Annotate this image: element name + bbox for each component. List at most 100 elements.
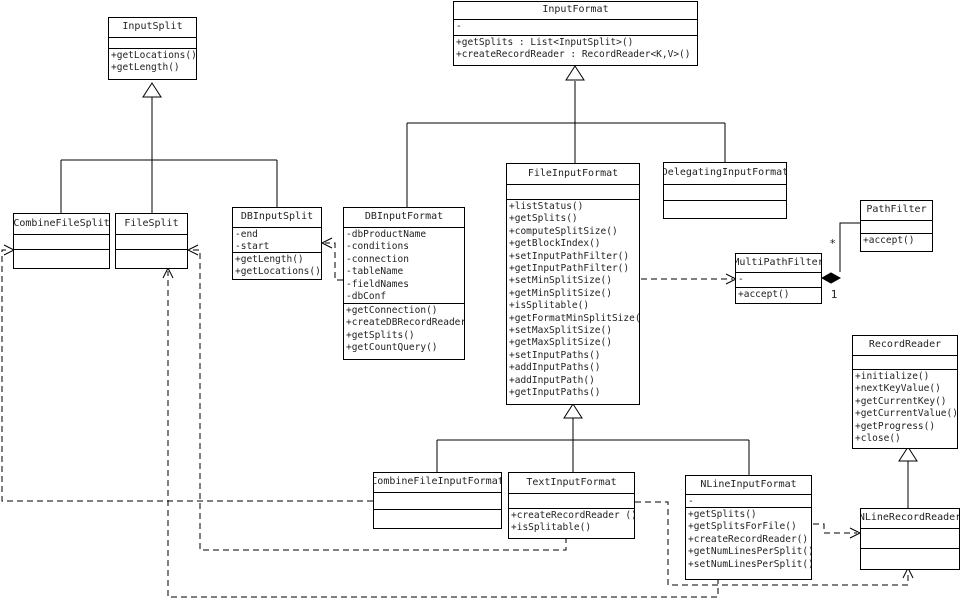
- method: +getInputPathFilter(): [509, 263, 630, 275]
- class-text-input-format: TextInputFormat+createRecordReader ()+is…: [508, 472, 635, 539]
- dependency-arrow-icon: [186, 244, 199, 256]
- method: +getInputPaths(): [509, 387, 601, 399]
- multiplicity-label: *: [829, 237, 836, 250]
- method: +getCurrentValue(): [855, 408, 957, 420]
- method: +getSplits(): [688, 509, 757, 520]
- method: +setMaxSplitSize(): [509, 325, 612, 337]
- class-title: PathFilter: [861, 201, 932, 221]
- class-record-reader: RecordReader +initialize()+nextKeyValue()…: [852, 335, 958, 449]
- connector-textinputformat-to-nlinerecordreader: [635, 501, 909, 586]
- method: +getSplits(): [509, 213, 578, 225]
- method: +setNumLinesPerSplit(): [688, 558, 811, 570]
- class-title: RecordReader: [853, 336, 957, 356]
- class-title: InputFormat: [454, 2, 697, 20]
- attributes-section: -: [686, 495, 811, 508]
- methods-section: +createRecordReader ()+isSplitable(): [509, 509, 634, 538]
- attributes-section: [109, 38, 196, 49]
- methods-section: +getLength()+getLocations(): [233, 253, 321, 279]
- attributes-section: [507, 185, 639, 200]
- attributes-section: -end-start: [233, 228, 321, 253]
- attributes-section: [861, 221, 932, 234]
- attribute: -conditions: [346, 241, 409, 253]
- attributes-section: [664, 185, 786, 201]
- method: +getMaxSplitSize(): [509, 337, 612, 349]
- class-input-format: InputFormat- +getSplits : List<InputSplit…: [453, 1, 698, 66]
- method: +computeSplitSize(): [509, 225, 618, 237]
- attributes-section: [861, 529, 959, 549]
- method: +addInputPath(): [509, 374, 595, 386]
- methods-section: [861, 549, 959, 569]
- method: +nextKeyValue(): [855, 383, 941, 395]
- methods-section: [14, 250, 109, 268]
- methods-section: +getSplits()+getSplitsForFile()+createRe…: [686, 508, 811, 579]
- class-title: FileInputFormat: [507, 164, 639, 185]
- connector-textinputformat-to-filesplit: [191, 249, 567, 551]
- attributes-section: -: [454, 20, 697, 36]
- method: +getConnection(): [346, 305, 438, 316]
- method: +getCurrentKey(): [855, 395, 947, 407]
- methods-section: +getConnection()+createDBRecordReader()+…: [344, 304, 464, 359]
- attributes-section: -dbProductName-conditions-connection-tab…: [344, 228, 464, 304]
- generalization-arrow-icon: [565, 65, 585, 81]
- method: +getLength(): [111, 62, 180, 74]
- attribute: -end: [235, 229, 258, 240]
- class-nline-input-format: NLineInputFormat-+getSplits()+getSplitsF…: [685, 475, 812, 580]
- connector-combinefif-to-combinefilesplit: [1, 249, 373, 502]
- method: +getLocations(): [235, 266, 321, 278]
- method: +getSplits(): [346, 329, 415, 341]
- class-nline-record-reader: NLineRecordReader: [860, 508, 960, 570]
- methods-section: +accept(): [861, 234, 932, 251]
- generalization-arrow-icon: [563, 403, 583, 419]
- class-title: CombineFileSplit: [14, 214, 109, 235]
- method: +getLength(): [235, 254, 304, 265]
- class-title: DBInputSplit: [233, 208, 321, 228]
- methods-section: [664, 201, 786, 218]
- method: +getBlockIndex(): [509, 238, 601, 250]
- attributes-section: [853, 356, 957, 370]
- attribute: -: [456, 21, 462, 32]
- attribute: -fieldNames: [346, 278, 409, 290]
- method: +isSplitable(): [511, 522, 592, 534]
- attributes-section: [509, 494, 634, 509]
- connector-nlineinputformat-to-nlinerecordreader: [813, 523, 857, 534]
- attribute: -start: [235, 241, 270, 253]
- attribute: -tableName: [346, 266, 404, 278]
- attributes-section: [14, 235, 109, 250]
- class-title: InputSplit: [109, 18, 196, 38]
- methods-section: [116, 250, 187, 268]
- attribute: -: [688, 496, 694, 507]
- class-path-filter: PathFilter +accept(): [860, 200, 933, 252]
- method: +isSplitable(): [509, 300, 590, 312]
- class-input-split: InputSplit+getLocations()+getLength(): [108, 17, 197, 80]
- class-file-input-format: FileInputFormat +listStatus()+getSplits()…: [506, 163, 640, 405]
- methods-section: [374, 510, 501, 528]
- attribute: -connection: [346, 253, 409, 265]
- method: +initialize(): [855, 371, 930, 382]
- methods-section: +initialize()+nextKeyValue()+getCurrentK…: [853, 370, 957, 448]
- class-title: MultiPathFilter: [736, 254, 821, 273]
- methods-section: +accept(): [736, 288, 821, 303]
- method: +createRecordReader : RecordReader<K,V>(…: [456, 49, 691, 61]
- method: +accept(): [863, 235, 915, 246]
- connector-multipathfilter-pathfilter-aggregation: [839, 222, 860, 272]
- dependency-arrow-icon: [320, 237, 333, 249]
- class-combine-file-input-format: CombineFileInputFormat: [373, 472, 502, 529]
- attribute: -: [738, 274, 744, 285]
- methods-section: +getSplits : List<InputSplit>()+createRe…: [454, 36, 697, 65]
- method: +createDBRecordReader(): [346, 317, 464, 329]
- attribute: -dbConf: [346, 291, 387, 303]
- method: +getFormatMinSplitSize(): [509, 312, 639, 324]
- class-title: NLineInputFormat: [686, 476, 811, 495]
- method: +createRecordReader (): [511, 510, 634, 521]
- method: +listStatus(): [509, 201, 584, 212]
- method: +getSplits : List<InputSplit>(): [456, 37, 634, 48]
- method: +getMinSplitSize(): [509, 287, 612, 299]
- method: +setInputPaths(): [509, 349, 601, 361]
- method: +getSplitsForFile(): [688, 521, 797, 533]
- method: +getNumLinesPerSplit(): [688, 546, 811, 558]
- class-title: FileSplit: [116, 214, 187, 235]
- class-title: NLineRecordReader: [861, 509, 959, 529]
- attributes-section: [374, 493, 501, 510]
